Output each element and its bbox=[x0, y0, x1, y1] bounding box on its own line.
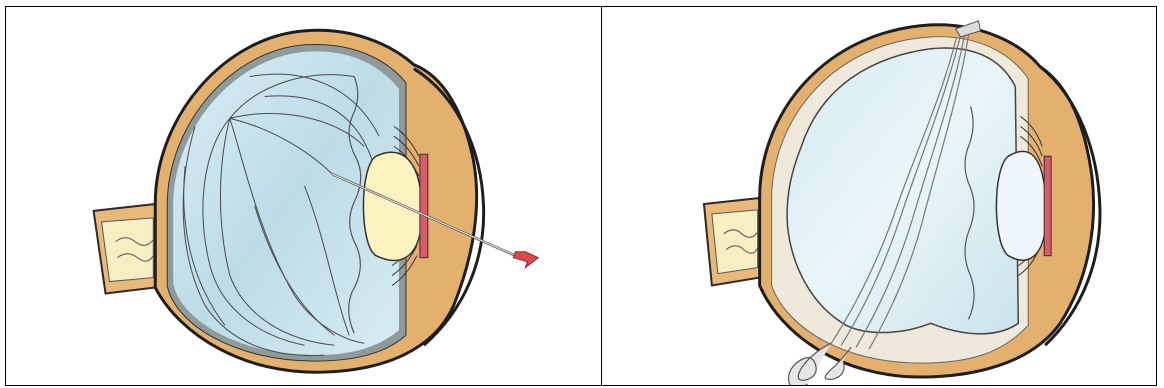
arrow-icon bbox=[513, 252, 538, 268]
figure-panels bbox=[5, 6, 1157, 386]
panel-left bbox=[5, 6, 602, 386]
lens bbox=[363, 152, 422, 260]
lens bbox=[996, 151, 1046, 260]
eye-diagram-right bbox=[602, 7, 1156, 385]
iris bbox=[1044, 156, 1051, 255]
optic-nerve bbox=[94, 204, 156, 294]
optic-nerve bbox=[704, 198, 760, 286]
eye-diagram-left bbox=[6, 7, 601, 385]
iris bbox=[420, 154, 428, 257]
panel-right bbox=[602, 6, 1157, 386]
